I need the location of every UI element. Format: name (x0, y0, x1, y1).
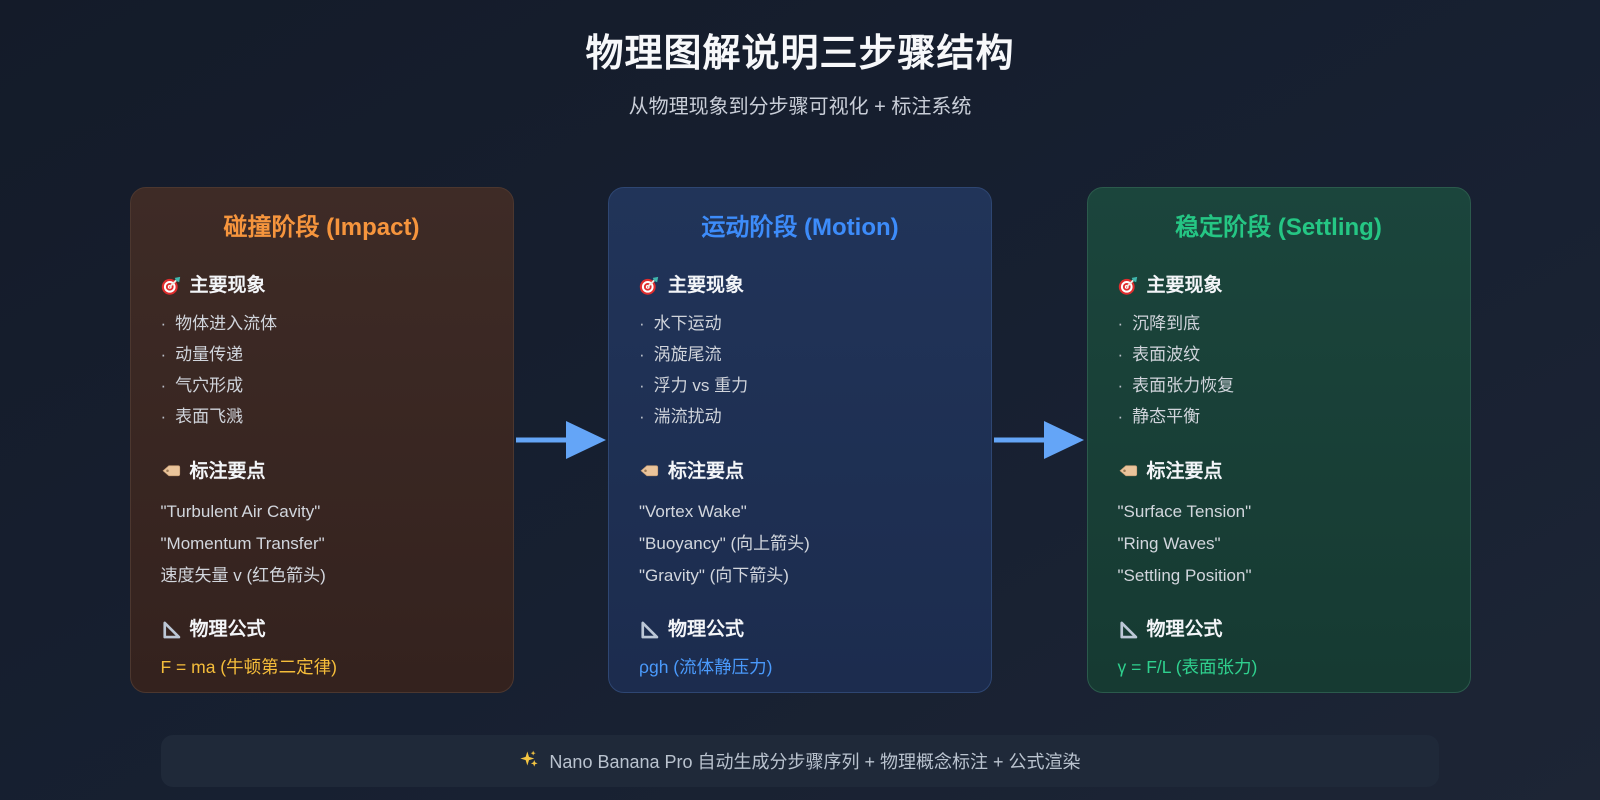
annotations-label: 标注要点 (189, 461, 266, 482)
stage-title: 稳定阶段 (Settling) (1175, 214, 1382, 241)
phenomena-item-text: 动量传递 (175, 345, 244, 364)
annotations-header: 标注要点 (639, 460, 961, 484)
bullet-dot: · (1117, 314, 1124, 333)
phenomena-item-text: 表面波纹 (1132, 345, 1201, 364)
phenomena-label: 主要现象 (668, 275, 745, 296)
annotation-item: "Surface Tension" (1117, 502, 1252, 521)
stage-card-impact: 碰撞阶段 (Impact) 主要现象 · 物体进入流体 · 动量传递 · 气穴形成 · 表面飞… (129, 187, 514, 693)
phenomena-item: · 表面张力恢复 (1118, 370, 1440, 401)
phenomena-item: · 气穴形成 (161, 370, 483, 401)
phenomena-item: · 动量传递 (161, 339, 483, 370)
annotations-header: 标注要点 (1118, 460, 1440, 484)
annotations-header: 标注要点 (161, 460, 483, 484)
formula-text: γ = F/L (表面张力) (1117, 657, 1258, 677)
target-icon (161, 276, 181, 296)
formula-header: 物理公式 (161, 618, 483, 642)
ruler-icon (1118, 620, 1138, 640)
phenomena-item-text: 浮力 vs 重力 (653, 376, 749, 395)
annotation-item: "Momentum Transfer" (160, 534, 325, 553)
phenomena-item-text: 气穴形成 (175, 376, 244, 395)
annotations-list: "Surface Tension" "Ring Waves" "Settling P… (1118, 496, 1440, 592)
page-subtitle: 从物理现象到分步骤可视化 + 标注系统 (628, 96, 972, 118)
ruler-icon (161, 620, 181, 640)
bullet-dot: · (1117, 376, 1124, 395)
annotation-item: 速度矢量 v (红色箭头) (160, 566, 326, 585)
annotation-item: "Settling Position" (1117, 566, 1252, 585)
phenomena-list: · 沉降到底 · 表面波纹 · 表面张力恢复 · 静态平衡 (1118, 308, 1440, 432)
phenomena-item-text: 涡旋尾流 (653, 345, 722, 364)
flow-arrow (514, 418, 608, 462)
annotations-list: "Vortex Wake" "Buoyancy" (向上箭头) "Gravity" … (639, 496, 961, 592)
annotations-label: 标注要点 (1146, 461, 1223, 482)
phenomena-item: · 沉降到底 (1118, 308, 1440, 339)
formula-text: F = ma (牛顿第二定律) (160, 657, 337, 677)
phenomena-item: · 静态平衡 (1118, 401, 1440, 432)
bullet-dot: · (1117, 345, 1124, 364)
annotation-item: "Ring Waves" (1117, 534, 1221, 553)
phenomena-item: · 水下运动 (639, 308, 961, 339)
phenomena-item-text: 水下运动 (653, 314, 722, 333)
phenomena-item-text: 湍流扰动 (653, 407, 722, 426)
label-icon (639, 462, 659, 482)
phenomena-header: 主要现象 (161, 274, 483, 298)
phenomena-label: 主要现象 (1146, 275, 1223, 296)
stage-card-settling: 稳定阶段 (Settling) 主要现象 · 沉降到底 · 表面波纹 · 表面张力恢复 · 静… (1086, 187, 1471, 693)
annotation-item: "Buoyancy" (向上箭头) (639, 534, 810, 553)
footer-bar: Nano Banana Pro 自动生成分步骤序列 + 物理概念标注 + 公式渲… (161, 735, 1439, 787)
phenomena-label: 主要现象 (189, 275, 266, 296)
bullet-dot: · (160, 314, 167, 333)
annotations-label: 标注要点 (668, 461, 745, 482)
bullet-dot: · (160, 407, 167, 426)
phenomena-item: · 涡旋尾流 (639, 339, 961, 370)
annotation-item: "Gravity" (向下箭头) (639, 566, 789, 585)
formula-header: 物理公式 (1118, 618, 1440, 642)
phenomena-item-text: 沉降到底 (1132, 314, 1201, 333)
phenomena-item: · 表面波纹 (1118, 339, 1440, 370)
flow-arrow (992, 418, 1086, 462)
bullet-dot: · (160, 376, 167, 395)
formula-label: 物理公式 (1146, 619, 1223, 640)
phenomena-header: 主要现象 (1118, 274, 1440, 298)
phenomena-item: · 浮力 vs 重力 (639, 370, 961, 401)
target-icon (639, 276, 659, 296)
phenomena-item: · 表面飞溅 (161, 401, 483, 432)
stages-row: 碰撞阶段 (Impact) 主要现象 · 物体进入流体 · 动量传递 · 气穴形成 · 表面飞… (129, 187, 1471, 693)
phenomena-item-text: 物体进入流体 (175, 314, 278, 333)
phenomena-item: · 物体进入流体 (161, 308, 483, 339)
formula-text: ρgh (流体静压力) (639, 657, 773, 677)
bullet-dot: · (639, 407, 645, 426)
phenomena-item-text: 静态平衡 (1132, 407, 1201, 426)
ruler-icon (639, 620, 659, 640)
footer-text: Nano Banana Pro 自动生成分步骤序列 + 物理概念标注 + 公式渲… (549, 752, 1081, 772)
phenomena-item-text: 表面飞溅 (175, 407, 244, 426)
phenomena-list: · 水下运动 · 涡旋尾流 · 浮力 vs 重力 · 湍流扰动 (639, 308, 961, 432)
bullet-dot: · (1117, 407, 1124, 426)
annotation-item: "Turbulent Air Cavity" (160, 502, 321, 521)
stage-title: 运动阶段 (Motion) (701, 214, 899, 241)
bullet-dot: · (639, 314, 645, 333)
annotation-item: "Vortex Wake" (639, 502, 747, 521)
phenomena-item-text: 表面张力恢复 (1132, 376, 1235, 395)
phenomena-list: · 物体进入流体 · 动量传递 · 气穴形成 · 表面飞溅 (161, 308, 483, 432)
stage-title: 碰撞阶段 (Impact) (223, 214, 420, 241)
phenomena-item: · 湍流扰动 (639, 401, 961, 432)
bullet-dot: · (639, 345, 645, 364)
formula-label: 物理公式 (189, 619, 266, 640)
bullet-dot: · (639, 376, 645, 395)
label-icon (161, 462, 181, 482)
stage-card-motion: 运动阶段 (Motion) 主要现象 · 水下运动 · 涡旋尾流 · 浮力 vs 重力 · 湍… (608, 187, 992, 693)
phenomena-header: 主要现象 (639, 274, 961, 298)
target-icon (1118, 276, 1138, 296)
page-title: 物理图解说明三步骤结构 (585, 33, 1015, 75)
label-icon (1118, 462, 1138, 482)
formula-label: 物理公式 (668, 619, 745, 640)
annotations-list: "Turbulent Air Cavity" "Momentum Transfer… (161, 496, 483, 592)
formula-header: 物理公式 (639, 618, 961, 642)
bullet-dot: · (160, 345, 167, 364)
sparkles-icon (519, 749, 539, 774)
